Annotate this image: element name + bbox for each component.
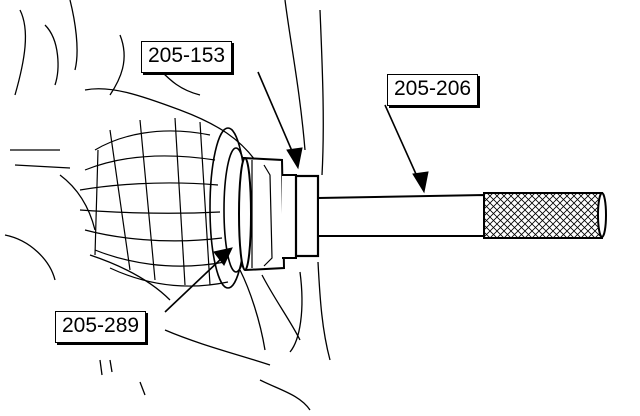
gear-ribs: [79, 117, 229, 287]
callout-205-153: 205-153: [141, 41, 233, 73]
callout-205-289: 205-289: [55, 311, 147, 343]
seal-installer: [238, 156, 297, 272]
arrowhead-205-153: [286, 147, 303, 170]
driver-shaft: [317, 192, 607, 239]
leader-205-206: [384, 104, 421, 184]
arrowhead-205-289: [213, 247, 233, 266]
arrowhead-205-206: [412, 171, 429, 194]
leader-205-153: [257, 71, 296, 159]
arrowheads: [213, 147, 429, 266]
callout-205-206: 205-206: [387, 74, 479, 106]
leader-lines: [164, 71, 421, 313]
leader-205-289: [164, 257, 223, 313]
transmission-housing: [4, 0, 331, 411]
handle-collar: [294, 174, 320, 258]
